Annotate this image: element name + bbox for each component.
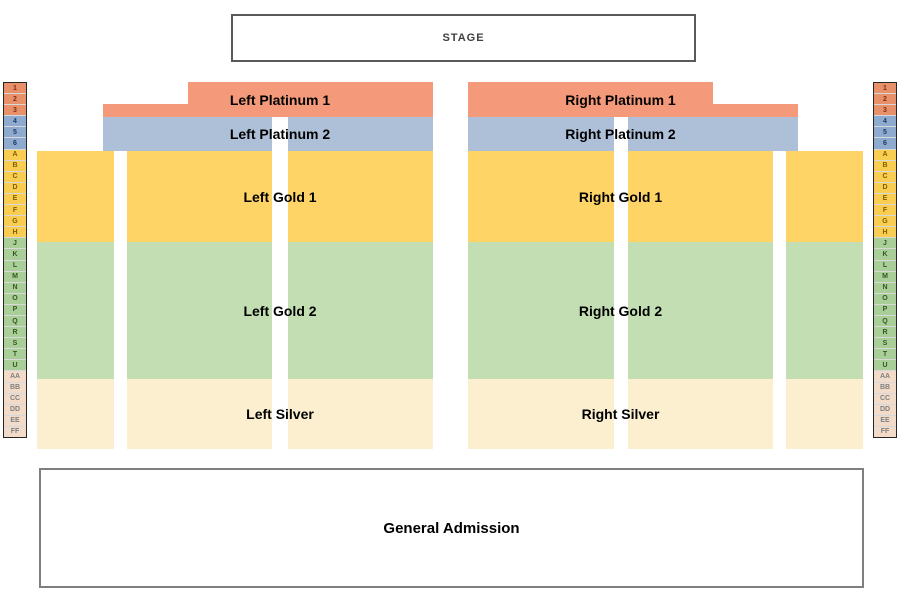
section-left-silver-mid[interactable] xyxy=(127,379,272,449)
row-label-right-H: H xyxy=(874,226,896,238)
row-label-left-R: R xyxy=(4,326,26,338)
row-label-left-DD: DD xyxy=(4,403,26,415)
row-label-right-G: G xyxy=(874,215,896,227)
row-label-right-EE: EE xyxy=(874,414,896,426)
section-left-gold-2-wide[interactable] xyxy=(288,242,433,379)
section-left-platinum-1-block[interactable] xyxy=(188,82,433,117)
row-label-left-P: P xyxy=(4,303,26,315)
section-general-admission[interactable]: General Admission xyxy=(39,468,864,588)
row-label-right-P: P xyxy=(874,303,896,315)
row-label-right-M: M xyxy=(874,270,896,282)
row-label-right-R: R xyxy=(874,326,896,338)
section-right-gold-1-mid[interactable] xyxy=(628,151,773,242)
row-label-left-U: U xyxy=(4,359,26,371)
row-label-left-H: H xyxy=(4,226,26,238)
general-admission-label: General Admission xyxy=(383,519,520,537)
section-left-silver-narrow[interactable] xyxy=(37,379,114,449)
row-label-right-N: N xyxy=(874,281,896,293)
row-label-left-EE: EE xyxy=(4,414,26,426)
row-label-left-N: N xyxy=(4,281,26,293)
row-label-left-6: 6 xyxy=(4,137,26,149)
row-label-right-1: 1 xyxy=(874,83,896,94)
row-label-left-2: 2 xyxy=(4,93,26,105)
section-right-gold-2-mid[interactable] xyxy=(628,242,773,379)
section-left-gold-2-narrow[interactable] xyxy=(37,242,114,379)
section-right-platinum-1-step[interactable] xyxy=(713,104,798,117)
row-label-left-1: 1 xyxy=(4,83,26,94)
section-left-gold-1-mid[interactable] xyxy=(127,151,272,242)
row-label-left-K: K xyxy=(4,248,26,260)
row-label-left-CC: CC xyxy=(4,392,26,404)
row-label-right-AA: AA xyxy=(874,370,896,382)
row-label-left-FF: FF xyxy=(4,425,26,437)
row-label-right-5: 5 xyxy=(874,126,896,138)
row-label-left-S: S xyxy=(4,337,26,349)
section-left-gold-2-mid[interactable] xyxy=(127,242,272,379)
row-label-right-3: 3 xyxy=(874,104,896,116)
section-right-silver-narrow[interactable] xyxy=(786,379,863,449)
row-label-left-B: B xyxy=(4,159,26,171)
row-label-right-Q: Q xyxy=(874,314,896,327)
section-left-gold-1-wide[interactable] xyxy=(288,151,433,242)
row-label-right-K: K xyxy=(874,248,896,260)
section-right-platinum-1-block[interactable] xyxy=(468,82,713,117)
row-label-left-O: O xyxy=(4,292,26,304)
row-label-right-DD: DD xyxy=(874,403,896,415)
row-label-right-B: B xyxy=(874,159,896,171)
row-label-left-D: D xyxy=(4,181,26,193)
row-label-left-AA: AA xyxy=(4,370,26,382)
row-label-left-L: L xyxy=(4,259,26,271)
section-left-silver-wide[interactable] xyxy=(288,379,433,449)
section-right-gold-1-narrow[interactable] xyxy=(786,151,863,242)
section-right-platinum-2-block-a[interactable] xyxy=(468,117,614,151)
row-label-left-4: 4 xyxy=(4,115,26,127)
section-right-silver-wide[interactable] xyxy=(468,379,614,449)
row-label-left-M: M xyxy=(4,270,26,282)
row-label-left-C: C xyxy=(4,170,26,182)
row-label-right-A: A xyxy=(874,148,896,160)
row-label-right-T: T xyxy=(874,348,896,360)
stage-box: STAGE xyxy=(231,14,696,62)
row-label-left-3: 3 xyxy=(4,104,26,116)
row-label-right-E: E xyxy=(874,192,896,205)
row-label-left-BB: BB xyxy=(4,381,26,393)
section-right-silver-mid[interactable] xyxy=(628,379,773,449)
row-label-left-J: J xyxy=(4,237,26,249)
section-right-gold-2-wide[interactable] xyxy=(468,242,614,379)
row-label-right-2: 2 xyxy=(874,93,896,105)
row-label-left-Q: Q xyxy=(4,314,26,327)
section-left-platinum-1-step[interactable] xyxy=(103,104,188,117)
row-label-right-FF: FF xyxy=(874,425,896,437)
row-label-right-4: 4 xyxy=(874,115,896,127)
row-label-right-U: U xyxy=(874,359,896,371)
section-left-platinum-2-block-a[interactable] xyxy=(103,117,272,151)
stage-label: STAGE xyxy=(442,32,485,44)
row-label-right-6: 6 xyxy=(874,137,896,149)
row-label-right-C: C xyxy=(874,170,896,182)
row-label-right-D: D xyxy=(874,181,896,193)
row-label-left-A: A xyxy=(4,148,26,160)
section-right-gold-1-wide[interactable] xyxy=(468,151,614,242)
section-right-gold-2-narrow[interactable] xyxy=(786,242,863,379)
row-label-right-J: J xyxy=(874,237,896,249)
row-label-right-L: L xyxy=(874,259,896,271)
row-label-right-S: S xyxy=(874,337,896,349)
row-label-left-E: E xyxy=(4,192,26,205)
row-label-right-BB: BB xyxy=(874,381,896,393)
row-label-right-O: O xyxy=(874,292,896,304)
section-right-platinum-2-block-b[interactable] xyxy=(628,117,798,151)
row-label-left-F: F xyxy=(4,204,26,216)
row-label-left-G: G xyxy=(4,215,26,227)
row-label-right-CC: CC xyxy=(874,392,896,404)
row-label-right-F: F xyxy=(874,204,896,216)
row-label-left-5: 5 xyxy=(4,126,26,138)
row-label-left-T: T xyxy=(4,348,26,360)
section-left-platinum-2-block-b[interactable] xyxy=(288,117,433,151)
section-left-gold-1-narrow[interactable] xyxy=(37,151,114,242)
